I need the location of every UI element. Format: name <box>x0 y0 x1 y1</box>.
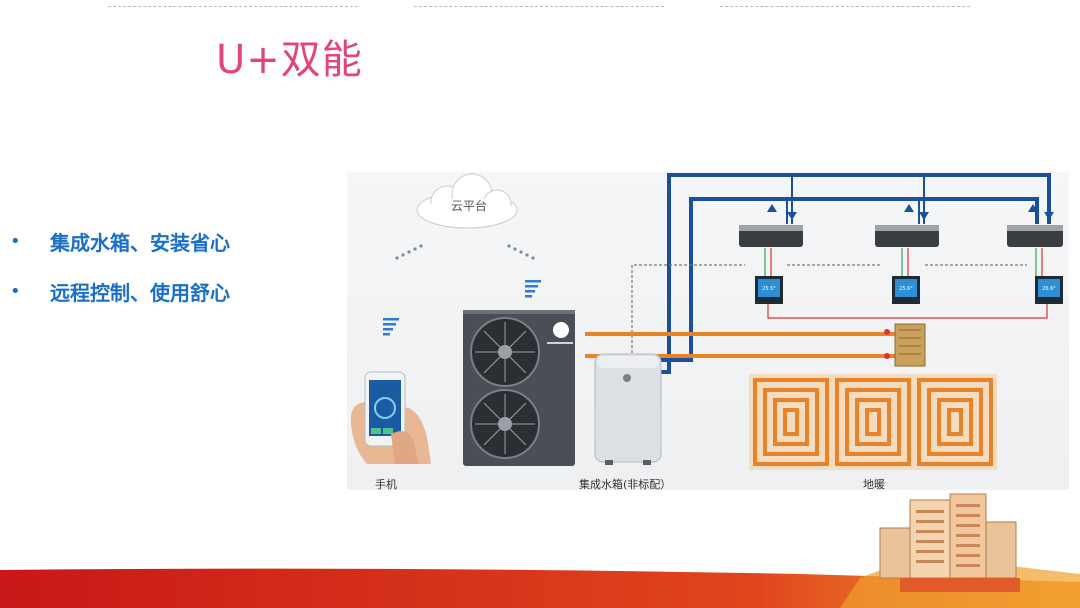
flow-arrows <box>767 204 1054 220</box>
water-tank <box>594 353 662 465</box>
wifi-icon-left <box>383 318 399 336</box>
phone-caption: 手机 <box>375 478 397 491</box>
top-divider-1 <box>108 6 358 7</box>
signal-dots-right <box>507 244 535 260</box>
bullet-dot-icon: • <box>10 280 21 302</box>
manifold <box>884 323 926 367</box>
cloud-label: 云平台 <box>451 198 487 213</box>
signal-dots-left <box>395 244 423 260</box>
wifi-icon-right <box>525 280 541 298</box>
feature-text: 集成水箱、安装省心 <box>50 230 230 255</box>
diagram-drawing: 云平台 <box>350 173 1063 470</box>
slide-title: U+双能 <box>216 37 363 83</box>
thermostat-reading: 26.6° <box>1042 286 1056 292</box>
footer-banner <box>0 568 1080 608</box>
phone-icon <box>350 371 431 464</box>
bullet-dot-icon: • <box>10 230 21 252</box>
feature-list: • 集成水箱、安装省心 • 远程控制、使用舒心 <box>10 216 230 316</box>
floor-heating-coil <box>749 374 997 470</box>
control-wires <box>631 248 1048 358</box>
thermostat-reading: 25.6° <box>899 286 913 292</box>
feature-text: 远程控制、使用舒心 <box>50 280 230 305</box>
feature-item: • 集成水箱、安装省心 <box>10 216 230 266</box>
top-divider-2 <box>414 6 664 7</box>
thermostat-panel <box>755 276 1063 304</box>
tank-caption: 集成水箱(非标配） <box>579 478 672 491</box>
thermostat-reading: 25.5° <box>762 286 776 292</box>
system-diagram: 云平台 <box>347 172 1069 491</box>
top-divider-3 <box>720 6 970 7</box>
hospital-building-icon <box>840 493 1080 608</box>
floor-caption: 地暖 <box>863 478 885 491</box>
heat-pump-unit <box>463 310 575 466</box>
feature-item: • 远程控制、使用舒心 <box>10 266 230 316</box>
blue-pipe-loop <box>659 173 1051 374</box>
cloud-icon <box>416 173 518 229</box>
fan-coil-unit <box>739 225 1063 247</box>
